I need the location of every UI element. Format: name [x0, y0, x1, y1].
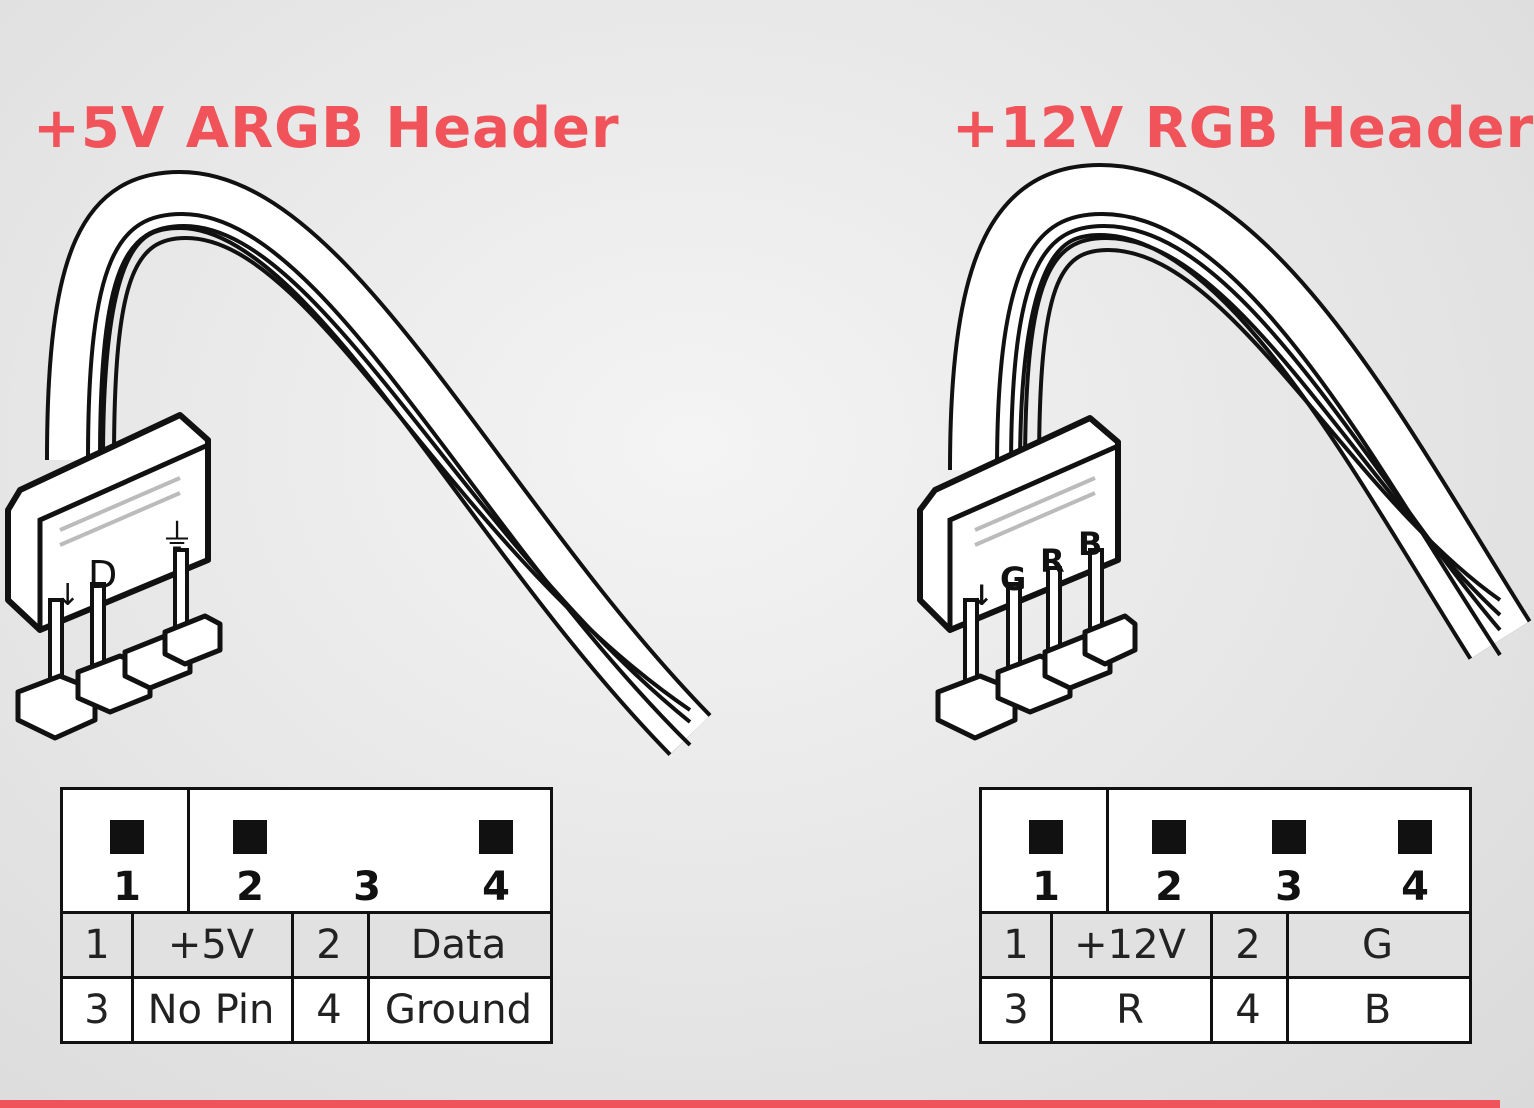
- cell-pin-function: Ground: [384, 987, 533, 1033]
- cell-pin-function: Data: [410, 922, 507, 968]
- cell-pin-function: B: [1363, 987, 1392, 1033]
- accent-bar: [0, 1100, 1500, 1108]
- cell-pin-function: +5V: [167, 922, 255, 968]
- argb-pin-3-number: 3: [353, 864, 381, 910]
- cell-pin-function: R: [1116, 987, 1144, 1033]
- argb-pin-1-number: 1: [113, 864, 141, 910]
- argb-pin-4-square: [479, 820, 513, 854]
- cell-pin-function: No Pin: [147, 987, 275, 1033]
- rgb-label-g: G: [1000, 560, 1026, 598]
- rgb-cable-illustration: [917, 162, 1532, 741]
- cell-pin-function: +12V: [1074, 922, 1186, 968]
- rgb-pin-2-square: [1152, 820, 1186, 854]
- argb-pin-diagram: 1 2 3 4: [63, 790, 550, 914]
- argb-label-ground: ⏚: [160, 517, 194, 557]
- cell-pin-number: 2: [1235, 922, 1261, 968]
- pin-divider: [1106, 790, 1109, 911]
- cell-pin-number: 2: [316, 922, 342, 968]
- rgb-pin-row-2: 3 R 4 B: [982, 979, 1469, 1041]
- argb-pin-2-number: 2: [236, 864, 264, 910]
- cell-pin-number: 3: [1003, 987, 1029, 1033]
- argb-pin-4-number: 4: [482, 864, 510, 910]
- rgb-pin-row-1: 1 +12V 2 G: [982, 914, 1469, 976]
- argb-pin-1-square: [110, 820, 144, 854]
- rgb-header-title: +12V RGB Header: [952, 96, 1534, 161]
- rgb-pin-3-square: [1272, 820, 1306, 854]
- rgb-pin-4-square: [1398, 820, 1432, 854]
- argb-label-data: D: [88, 553, 117, 597]
- rgb-label-r: R: [1040, 542, 1065, 580]
- cell-pin-number: 1: [1003, 922, 1029, 968]
- cell-pin-function: G: [1362, 922, 1393, 968]
- pin-divider: [187, 790, 190, 911]
- rgb-pin-1-number: 1: [1032, 864, 1060, 910]
- rgb-pin-4-number: 4: [1401, 864, 1429, 910]
- connector-illustrations: ↓ D ⏚ ↓ G R: [5, 162, 1532, 756]
- argb-pin-row-1: 1 +5V 2 Data: [63, 914, 550, 976]
- argb-pinout-table: 1 2 3 4 1 +5V 2 Data 3 No Pin 4 Ground: [60, 787, 553, 1044]
- cell-pin-number: 4: [1235, 987, 1261, 1033]
- argb-cable-illustration: [5, 169, 712, 756]
- cell-pin-number: 3: [84, 987, 110, 1033]
- rgb-pin-1-square: [1029, 820, 1063, 854]
- rgb-pin-diagram: 1 2 3 4: [982, 790, 1469, 914]
- rgb-pinout-table: 1 2 3 4 1 +12V 2 G 3 R 4 B: [979, 787, 1472, 1044]
- argb-label-arrow: ↓: [55, 578, 80, 613]
- rgb-pin-2-number: 2: [1155, 864, 1183, 910]
- argb-pin-row-2: 3 No Pin 4 Ground: [63, 979, 550, 1041]
- rgb-label-b: B: [1078, 525, 1102, 563]
- rgb-label-arrow: ↓: [970, 579, 993, 612]
- cell-pin-number: 1: [84, 922, 110, 968]
- cell-pin-number: 4: [316, 987, 342, 1033]
- argb-pin-2-square: [233, 820, 267, 854]
- argb-header-title: +5V ARGB Header: [33, 96, 620, 161]
- rgb-pin-3-number: 3: [1275, 864, 1303, 910]
